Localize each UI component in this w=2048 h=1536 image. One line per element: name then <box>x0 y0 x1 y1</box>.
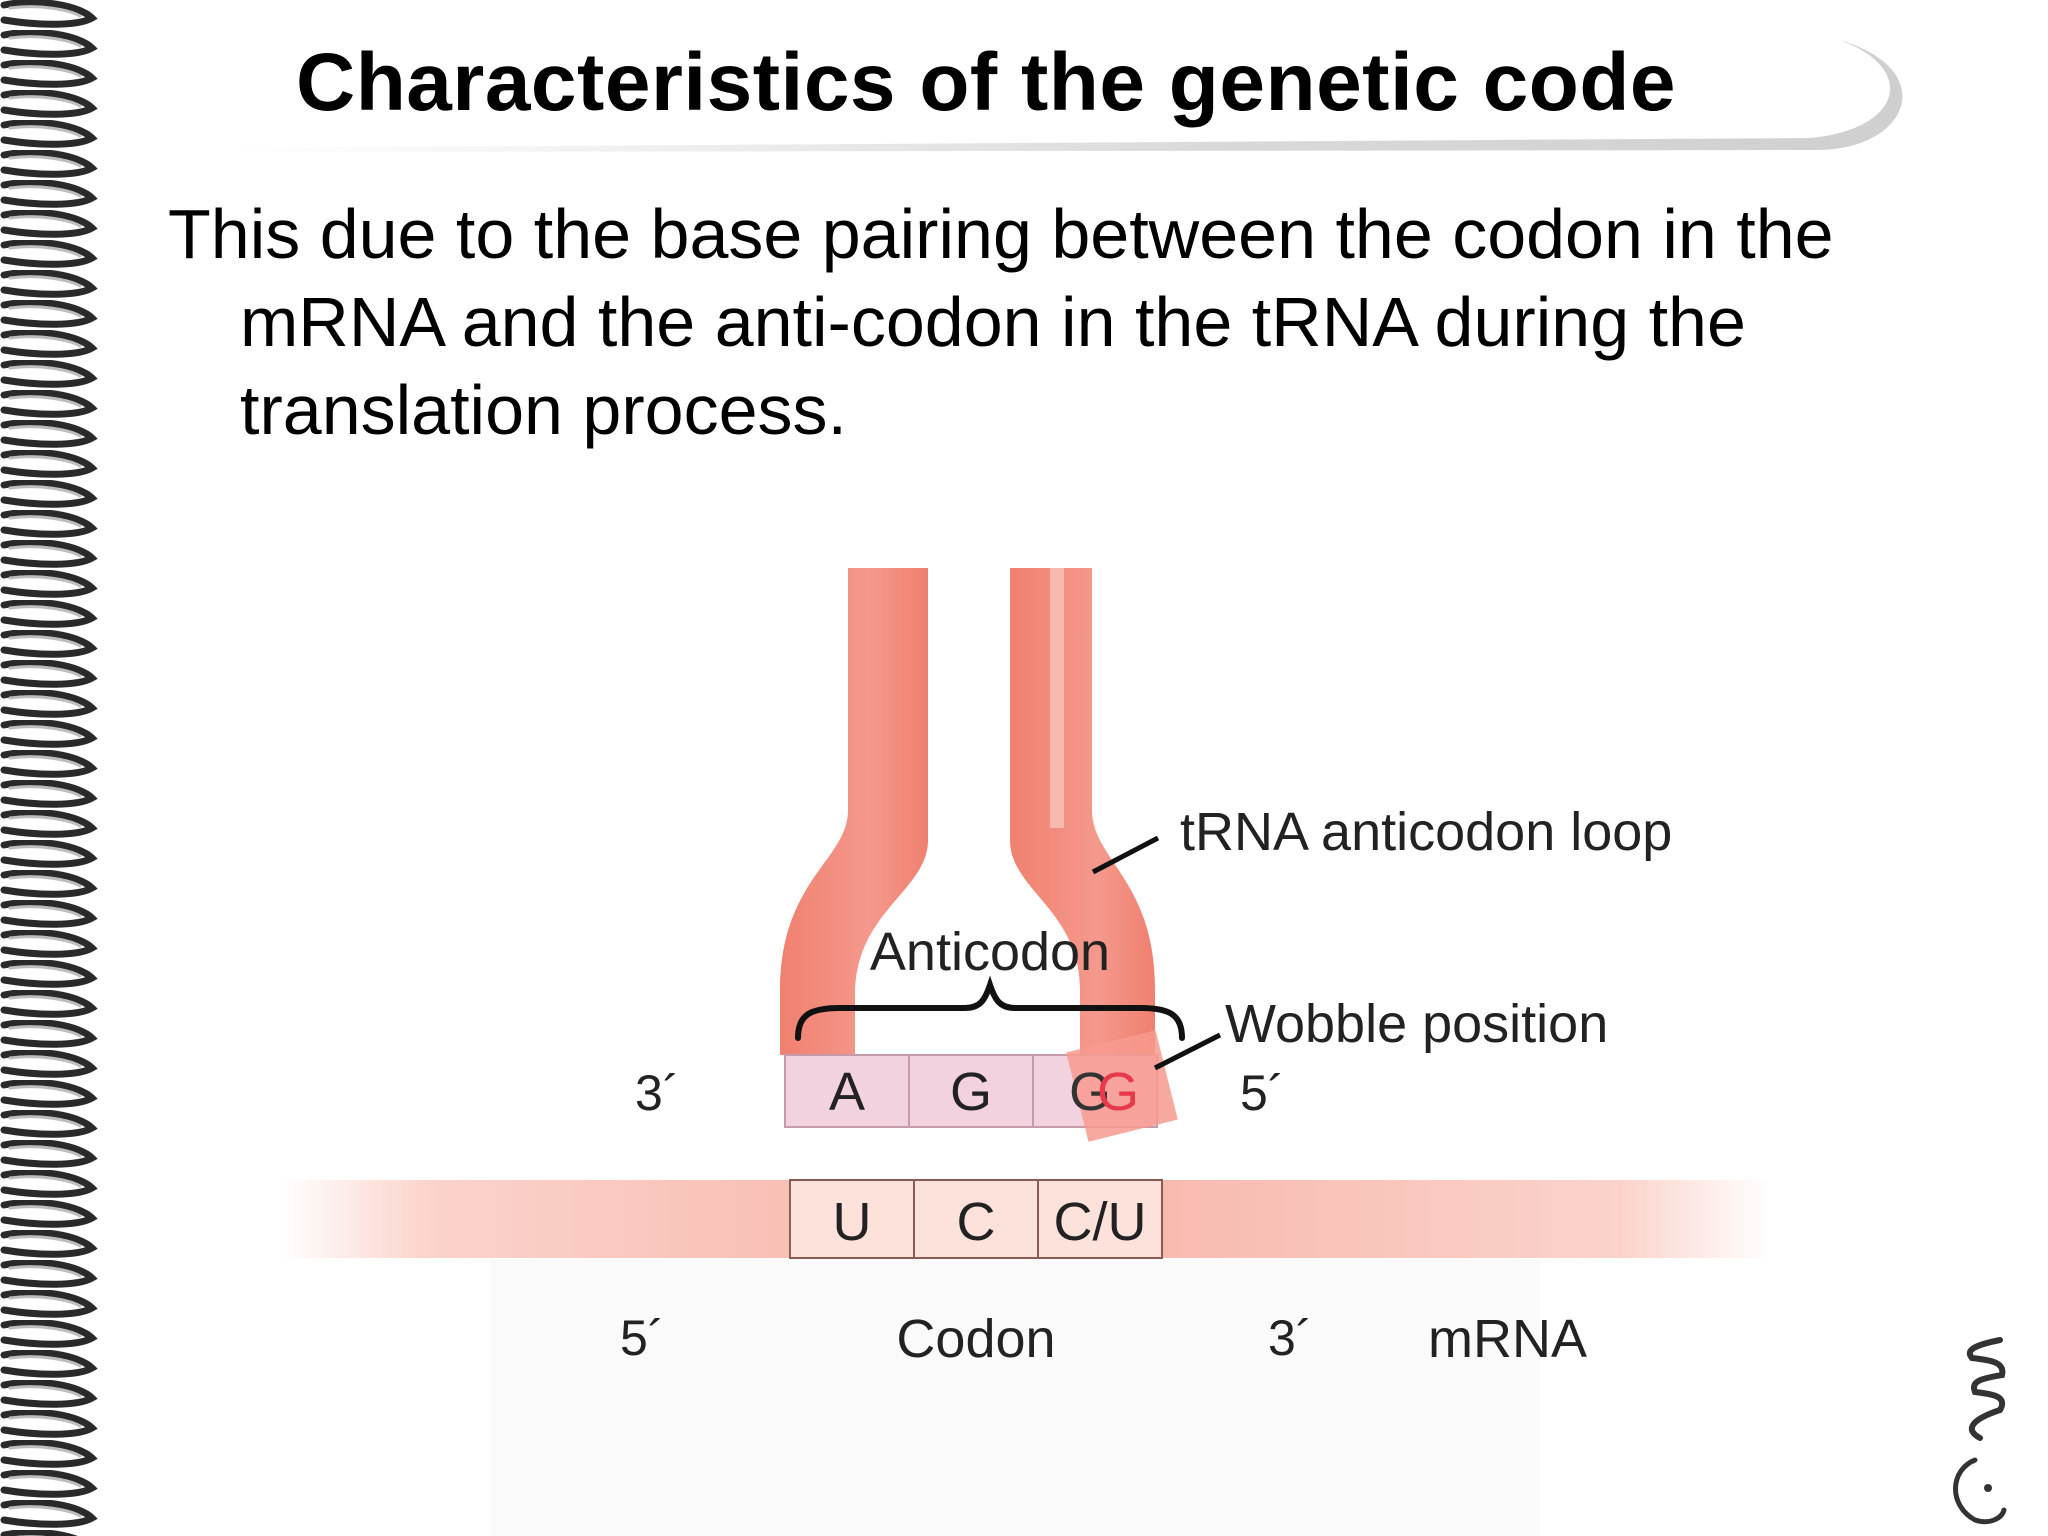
codon-anticodon-diagram: tRNA anticodon loop Anticodon Wobble pos… <box>280 568 1770 1536</box>
codon-label: Codon <box>896 1309 1055 1369</box>
anticodon-5prime-label: 5´ <box>1240 1065 1284 1121</box>
anticodon-base-3: G <box>1069 1062 1111 1122</box>
diagram-backdrop <box>490 1260 1540 1536</box>
anticodon-brace <box>795 975 1185 1041</box>
trna-highlight <box>1050 568 1064 828</box>
anticodon-base-1: A <box>829 1062 865 1122</box>
corner-logo-icon <box>1953 1337 2007 1525</box>
wobble-base-letter: G <box>1097 1062 1139 1122</box>
codon-cells <box>789 1179 1163 1259</box>
wobble-position-label: Wobble position <box>1225 994 1608 1054</box>
wobble-leader-line <box>1153 1032 1222 1071</box>
trna-right-arm <box>1010 568 1155 1055</box>
codon-base-1: U <box>833 1192 872 1252</box>
codon-3prime-label: 3´ <box>1268 1310 1312 1366</box>
codon-base-3: C/U <box>1054 1192 1147 1252</box>
body-paragraph: This due to the base pairing between the… <box>168 195 1834 449</box>
trna-anticodon-loop-label: tRNA anticodon loop <box>1180 802 1672 862</box>
slide-title: Characteristics of the genetic code <box>296 37 1677 128</box>
codon-5prime-label: 5´ <box>620 1310 664 1366</box>
title-swoosh-decoration <box>230 40 1903 152</box>
binder-spiral-decoration <box>0 0 100 1536</box>
codon-base-2: C <box>957 1192 996 1252</box>
trna-left-arm <box>780 568 928 1055</box>
mrna-label: mRNA <box>1428 1309 1587 1369</box>
trna-leader-line <box>1091 835 1160 875</box>
anticodon-3prime-label: 3´ <box>635 1065 679 1121</box>
anticodon-label: Anticodon <box>870 922 1110 982</box>
anticodon-base-2: G <box>950 1062 992 1122</box>
wobble-highlight <box>1066 1030 1178 1142</box>
